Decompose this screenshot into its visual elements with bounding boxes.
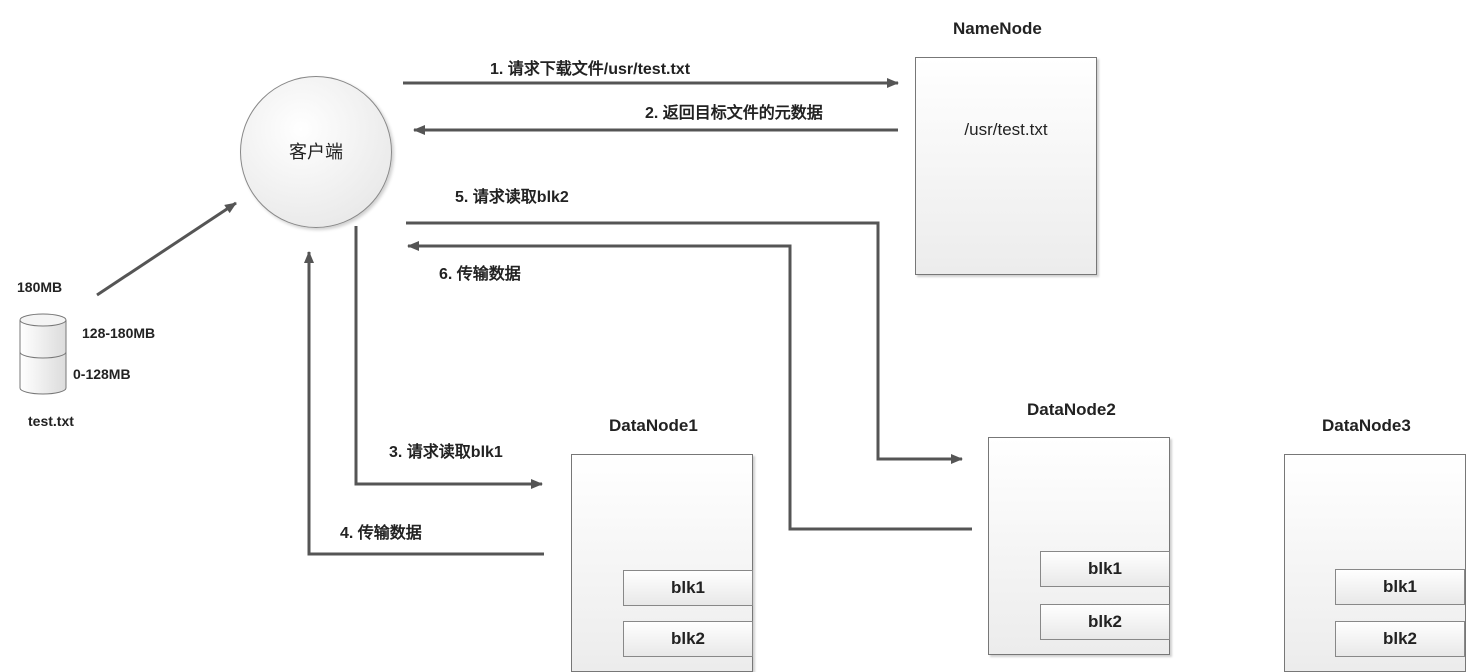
- datanode1-blk2: blk2: [623, 621, 753, 657]
- step-3-label: 3. 请求读取blk1: [389, 444, 503, 461]
- arrow-file-to-client: [96, 201, 237, 297]
- datanode1-box: blk1 blk2: [571, 454, 753, 672]
- file-segment-lower: 0-128MB: [73, 366, 131, 382]
- datanode3-title: DataNode3: [1322, 416, 1411, 435]
- file-segment-upper: 128-180MB: [82, 325, 156, 341]
- datanode1-title: DataNode1: [609, 416, 698, 435]
- namenode-box: /usr/test.txt: [915, 57, 1097, 275]
- datanode3-blk1: blk1: [1335, 569, 1465, 605]
- client-node: 客户端: [240, 76, 392, 228]
- datanode3-box: blk1 blk2: [1284, 454, 1466, 672]
- step-1-label: 1. 请求下载文件/usr/test.txt: [490, 61, 691, 78]
- datanode2-box: blk1 blk2: [988, 437, 1170, 655]
- file-name-label: test.txt: [28, 413, 74, 429]
- client-label: 客户端: [289, 142, 343, 162]
- step-6-label: 6. 传输数据: [439, 266, 521, 283]
- arrow-step3: [354, 226, 543, 489]
- arrow-step6: [407, 241, 972, 531]
- datanode3-blk2: blk2: [1335, 621, 1465, 657]
- datanode2-title: DataNode2: [1027, 400, 1116, 419]
- arrow-step5: [406, 221, 963, 464]
- step-2-label: 2. 返回目标文件的元数据: [645, 105, 823, 122]
- arrow-step4: [304, 251, 544, 556]
- step-5-label: 5. 请求读取blk2: [455, 189, 569, 206]
- datanode2-blk2: blk2: [1040, 604, 1170, 640]
- datanode1-blk1: blk1: [623, 570, 753, 606]
- namenode-content: /usr/test.txt: [964, 120, 1048, 139]
- file-cylinder-icon: [19, 313, 67, 395]
- step-4-label: 4. 传输数据: [340, 525, 422, 542]
- file-size-label: 180MB: [17, 279, 63, 295]
- datanode2-blk1: blk1: [1040, 551, 1170, 587]
- namenode-title: NameNode: [953, 19, 1042, 38]
